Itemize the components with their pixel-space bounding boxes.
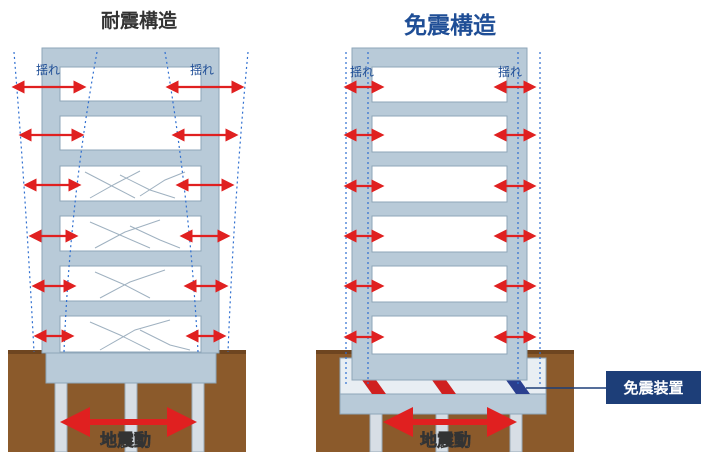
left-floor-window-5 bbox=[59, 265, 202, 302]
right-base-slab bbox=[339, 393, 547, 415]
right-sway-label-left: 揺れ bbox=[350, 65, 374, 79]
left-floor-window-4 bbox=[59, 215, 202, 252]
left-diagram-title: 耐震構造 bbox=[100, 10, 177, 32]
left-foundation bbox=[45, 349, 217, 384]
right-floor-window-4 bbox=[371, 215, 508, 253]
right-floor-window-6 bbox=[371, 315, 508, 355]
right-sway-dotted-lines bbox=[345, 52, 541, 384]
right-floor-window-5 bbox=[371, 265, 508, 303]
right-pile-1 bbox=[369, 413, 383, 452]
right-sway-label-right: 揺れ bbox=[498, 65, 522, 79]
left-wall-cracks bbox=[84, 170, 191, 351]
left-sway-dotted-lines bbox=[13, 51, 249, 353]
left-sway-arrows bbox=[11, 80, 245, 343]
left-pile-1 bbox=[54, 381, 68, 452]
right-building-group: 揺れ 揺れ 地震動 bbox=[316, 47, 606, 452]
right-floor-window-1 bbox=[371, 66, 508, 103]
left-ground-motion-label: 地震動 bbox=[100, 430, 151, 451]
right-ground-motion-label: 地震動 bbox=[420, 430, 471, 451]
right-pile-3 bbox=[509, 413, 523, 452]
left-floor-window-6 bbox=[59, 315, 202, 353]
left-sway-label-right: 揺れ bbox=[190, 63, 214, 77]
isolation-device-callout: 免震装置 bbox=[606, 371, 701, 404]
left-building-group: 揺れ 揺れ 地震動 bbox=[8, 47, 249, 452]
right-diagram-title: 免震構造 bbox=[404, 13, 496, 39]
left-sway-label-left: 揺れ bbox=[36, 63, 60, 77]
right-floor-window-3 bbox=[371, 165, 508, 203]
right-floor-window-2 bbox=[371, 115, 508, 153]
left-floor-window-2 bbox=[59, 115, 202, 151]
left-pile-3 bbox=[191, 381, 205, 452]
isolator-3 bbox=[506, 380, 530, 394]
isolator-2 bbox=[432, 380, 456, 394]
right-sway-arrows bbox=[343, 80, 537, 344]
left-floor-window-1 bbox=[59, 66, 202, 102]
